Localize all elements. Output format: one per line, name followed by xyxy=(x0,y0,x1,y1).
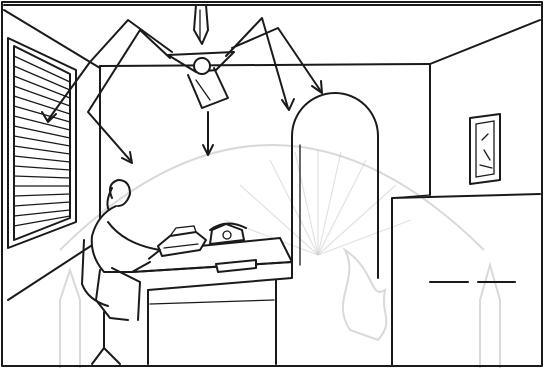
desk xyxy=(132,238,292,364)
watermark-tower-right-icon xyxy=(480,265,500,368)
picture-frame-icon xyxy=(470,114,500,184)
telephone-icon xyxy=(210,223,246,244)
light-rays xyxy=(42,18,322,163)
right-ceiling-edge xyxy=(430,20,540,64)
watermark-flame-icon xyxy=(343,250,387,340)
window-blinds-icon xyxy=(8,38,76,248)
partition-cabinet xyxy=(392,194,540,366)
light-ray-arrow-icon xyxy=(232,28,320,90)
watermark-tower-left-icon xyxy=(60,270,80,368)
back-wall-top xyxy=(100,64,430,66)
seated-woman xyxy=(92,180,160,320)
sunburst-rays xyxy=(225,150,411,255)
ceiling-lamp-icon xyxy=(168,5,234,108)
light-ray-arrow-icon xyxy=(226,18,288,108)
